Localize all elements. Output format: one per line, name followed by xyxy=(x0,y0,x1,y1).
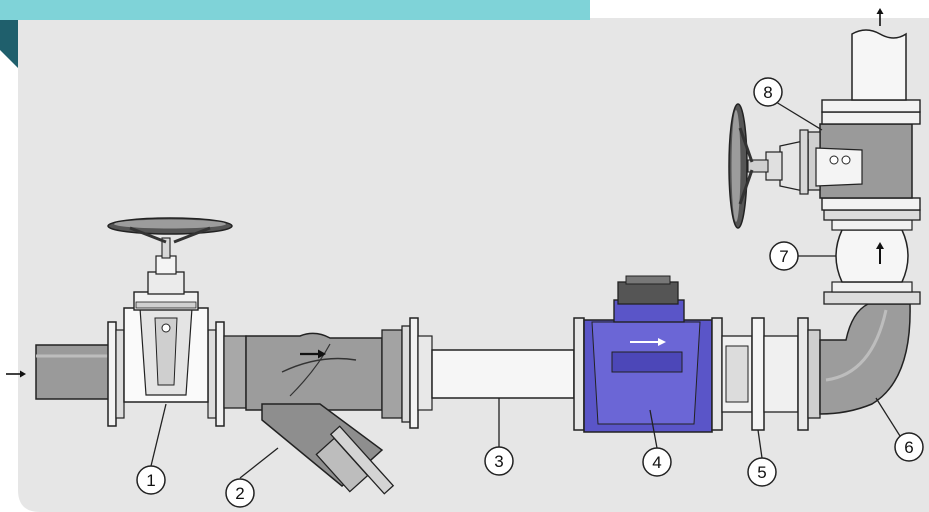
pipe-elbow xyxy=(807,303,911,419)
corner-tab xyxy=(0,20,18,68)
inlet-pipe xyxy=(35,344,117,400)
callout-circle xyxy=(484,446,514,476)
callout-circle xyxy=(894,432,924,462)
callout-number: 6 xyxy=(904,438,913,457)
callout-circle xyxy=(642,447,672,477)
header-bar xyxy=(0,0,590,20)
callout-circle xyxy=(225,478,255,508)
callout-2: 2 xyxy=(225,478,255,508)
flange-adapter xyxy=(721,317,809,431)
outlet-flow-arrow xyxy=(876,8,884,26)
expansion-joint xyxy=(823,209,921,305)
callout-circle xyxy=(769,241,799,271)
callout-4: 4 xyxy=(642,447,672,477)
callout-number: 2 xyxy=(235,484,244,503)
expansion-joint-flow-arrow xyxy=(876,242,884,264)
inlet-flow-arrow xyxy=(6,370,26,378)
water-meter xyxy=(573,275,723,433)
callout-number: 5 xyxy=(757,463,766,482)
callout-5: 5 xyxy=(747,457,777,487)
callout-number: 8 xyxy=(763,83,772,102)
callout-number: 4 xyxy=(652,453,661,472)
callout-number: 1 xyxy=(146,471,155,490)
callout-number: 7 xyxy=(779,247,788,266)
y-strainer xyxy=(223,317,419,495)
callout-circle xyxy=(747,457,777,487)
callout-6: 6 xyxy=(894,432,924,462)
callout-circle xyxy=(753,77,783,107)
gate-valve-vertical xyxy=(728,103,921,229)
callout-7: 7 xyxy=(769,241,799,271)
leader-lines xyxy=(150,101,901,479)
gate-valve xyxy=(107,217,233,427)
callout-circle xyxy=(136,465,166,495)
outlet-pipe xyxy=(821,29,921,113)
callout-3: 3 xyxy=(484,446,514,476)
straight-pipe-spool xyxy=(417,335,575,411)
callout-1: 1 xyxy=(136,465,166,495)
callout-markers: 1 2 3 4 5 6 7 8 xyxy=(136,77,924,508)
callout-8: 8 xyxy=(753,77,783,107)
callout-number: 3 xyxy=(494,452,503,471)
